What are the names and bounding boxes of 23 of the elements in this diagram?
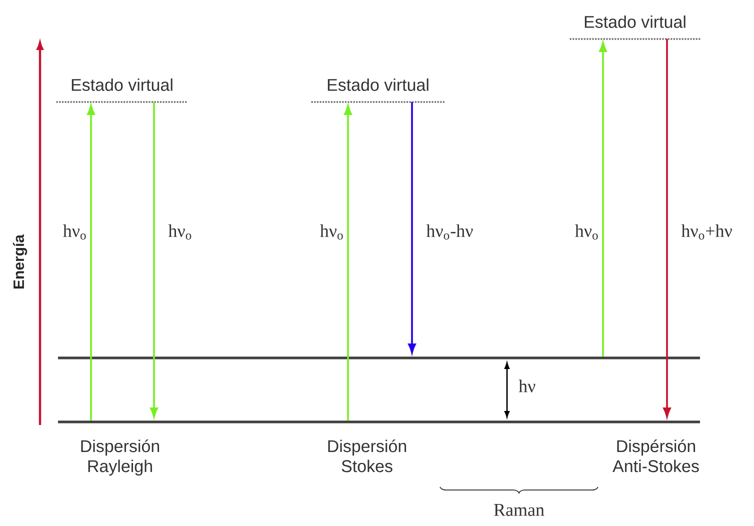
edge-label: hν$_{o}$ [320, 224, 343, 240]
dimension-label: hν [518, 380, 536, 392]
scattering-label: Dispersión Rayleigh [81, 440, 160, 476]
axis-label: Energía [12, 234, 28, 288]
virtual-state: Estado virtual [311, 78, 445, 103]
energy-level-line [58, 420, 700, 424]
edge-label: hν$_{o}$-hν [426, 224, 473, 240]
edge-label: hν$_{o}$ [63, 224, 86, 240]
scattering-label: Dispérsión Anti-Stokes [612, 440, 699, 472]
transition-arrow [663, 39, 671, 418]
group-label: Raman [494, 504, 544, 516]
transition-arrow [150, 102, 158, 418]
edge-label: hν$_{o}$ [575, 224, 598, 240]
edge-label: hν$_{o}$+hν [681, 224, 732, 240]
virtual-state: Estado virtual [56, 78, 188, 103]
transition-arrow [599, 42, 607, 356]
transition-arrow [408, 102, 416, 354]
edge-label: hν$_{o}$ [168, 224, 192, 240]
energy-level-line [58, 356, 700, 360]
scattering-label: Dispersión Stokes [328, 440, 406, 472]
transition-arrow [87, 105, 95, 420]
transition-arrow [344, 105, 352, 420]
virtual-state: Estado virtual [570, 15, 700, 40]
